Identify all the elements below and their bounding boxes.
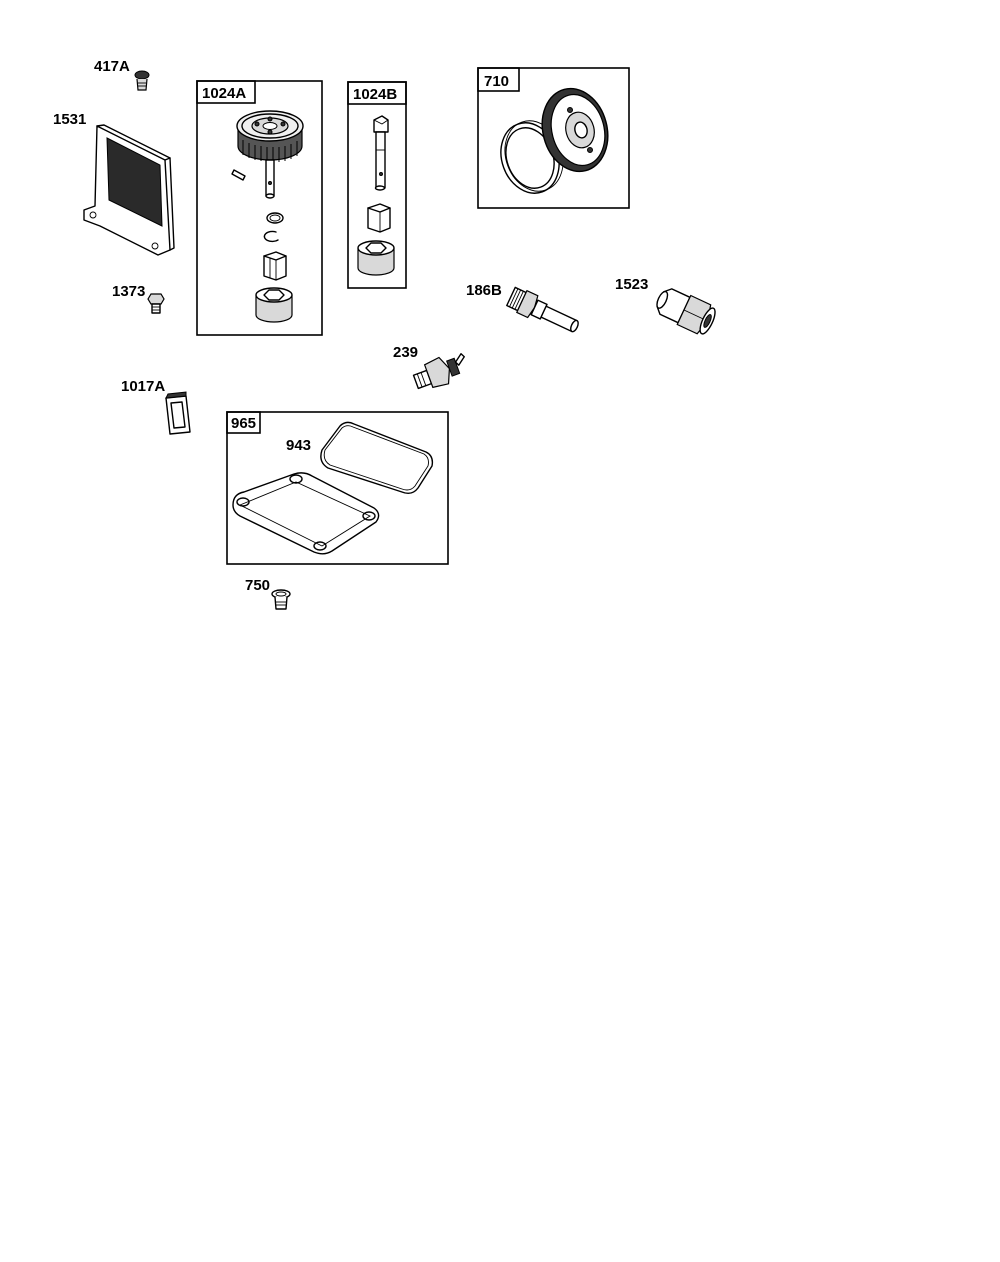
- callout-186b: 186B: [466, 282, 502, 299]
- kit-label-box-1024b: [347, 81, 407, 105]
- part-417a-screw: [134, 70, 150, 91]
- part-1024a-o-ring: [266, 212, 284, 224]
- part-1024b-shaft: [373, 115, 389, 191]
- part-750-screw: [271, 589, 291, 610]
- callout-965: 965: [231, 415, 256, 432]
- part-943-gasket: [320, 421, 434, 495]
- callout-1024a: 1024A: [202, 85, 246, 102]
- callout-239: 239: [393, 344, 418, 361]
- part-1523-coupling-nut: [656, 288, 716, 335]
- callout-710: 710: [484, 73, 509, 90]
- part-1017a-gasket: [165, 391, 191, 435]
- part-1024a-inner-rotor: [263, 251, 287, 281]
- callout-417a: 417A: [94, 58, 130, 75]
- kit-label-box-965: [226, 411, 261, 434]
- callout-1024b: 1024B: [353, 86, 397, 103]
- callout-1523: 1523: [615, 276, 648, 293]
- callout-943: 943: [286, 437, 311, 454]
- callout-1373: 1373: [112, 283, 145, 300]
- part-1024a-pin: [231, 169, 246, 181]
- part-239-pressure-switch: [412, 353, 465, 390]
- callout-750: 750: [245, 577, 270, 594]
- part-1024a-outer-rotor: [255, 287, 293, 323]
- part-186b-fitting: [506, 286, 579, 333]
- part-1531-grille-panel: [83, 124, 175, 256]
- kit-box-965: [226, 411, 449, 565]
- kit-box-710: [477, 67, 630, 209]
- part-1024a-clip: [263, 230, 279, 243]
- part-1373-bolt: [147, 293, 165, 314]
- part-965-cover-plate: [232, 472, 380, 555]
- part-710-cover-plate: [541, 87, 609, 173]
- part-1024a-gear: [236, 110, 304, 199]
- kit-box-1024a: [196, 80, 323, 336]
- callout-1531: 1531: [53, 111, 86, 128]
- part-1024b-inner-rotor: [367, 203, 391, 233]
- kit-label-box-710: [477, 67, 520, 92]
- part-1024b-outer-rotor: [357, 240, 395, 276]
- kit-label-box-1024a: [196, 80, 256, 104]
- callout-1017a: 1017A: [121, 378, 165, 395]
